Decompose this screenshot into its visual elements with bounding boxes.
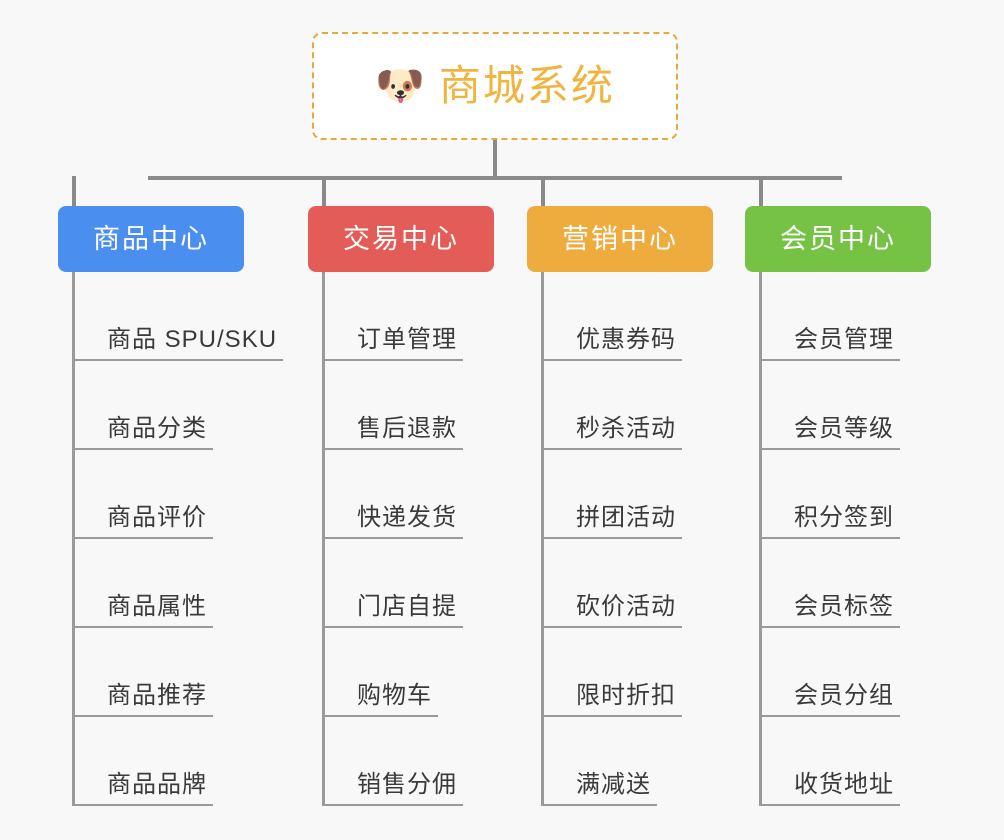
leaf-item[interactable]: 商品分类 [75, 361, 244, 450]
leaf-item[interactable]: 商品 SPU/SKU [75, 272, 283, 361]
category-label: 会员中心 [780, 223, 896, 254]
category-column-1: 商品中心商品 SPU/SKU 商品分类商品评价商品属性商品推荐商品品牌 [58, 206, 283, 806]
leaf-underline [762, 537, 900, 539]
leaf-underline [325, 448, 463, 450]
leaf-underline [75, 715, 213, 717]
leaf-item-label: 商品品牌 [107, 771, 207, 798]
category-label: 商品中心 [93, 223, 209, 254]
leaf-underline [325, 537, 463, 539]
connector-drop-3 [541, 176, 545, 208]
leaf-item-label: 购物车 [357, 682, 432, 709]
category-column-2: 交易中心订单管理售后退款快递发货门店自提购物车销售分佣 [308, 206, 494, 806]
leaf-underline [325, 626, 463, 628]
leaf-item-label: 商品属性 [107, 593, 207, 620]
category-box-2[interactable]: 交易中心 [308, 206, 494, 272]
connector-drop-2 [322, 176, 326, 208]
leaf-underline [544, 715, 682, 717]
leaf-list-1: 商品 SPU/SKU 商品分类商品评价商品属性商品推荐商品品牌 [72, 272, 283, 806]
category-column-3: 营销中心优惠券码秒杀活动拼团活动砍价活动限时折扣满减送 [527, 206, 713, 806]
leaf-underline [75, 626, 213, 628]
leaf-underline [762, 804, 900, 806]
category-label: 交易中心 [343, 223, 459, 254]
leaf-item[interactable]: 售后退款 [325, 361, 494, 450]
leaf-item[interactable]: 会员标签 [762, 539, 931, 628]
leaf-underline [325, 715, 438, 717]
leaf-item-label: 限时折扣 [576, 682, 676, 709]
leaf-item-label: 秒杀活动 [576, 415, 676, 442]
root-node-title: 商城系统 [438, 62, 615, 109]
category-box-1[interactable]: 商品中心 [58, 206, 244, 272]
category-box-4[interactable]: 会员中心 [745, 206, 931, 272]
leaf-item[interactable]: 会员分组 [762, 628, 931, 717]
leaf-item[interactable]: 会员管理 [762, 272, 931, 361]
leaf-underline [75, 448, 213, 450]
leaf-item[interactable]: 商品品牌 [75, 717, 244, 806]
leaf-item[interactable]: 商品评价 [75, 450, 244, 539]
leaf-underline [762, 448, 900, 450]
leaf-item-label: 收货地址 [794, 771, 894, 798]
leaf-item[interactable]: 门店自提 [325, 539, 494, 628]
leaf-item[interactable]: 订单管理 [325, 272, 494, 361]
leaf-item-label: 砍价活动 [576, 593, 676, 620]
leaf-item-label: 售后退款 [357, 415, 457, 442]
leaf-underline [544, 626, 682, 628]
leaf-item-label: 销售分佣 [357, 771, 457, 798]
leaf-underline [762, 715, 900, 717]
leaf-item[interactable]: 砍价活动 [544, 539, 713, 628]
leaf-list-2: 订单管理售后退款快递发货门店自提购物车销售分佣 [322, 272, 494, 806]
shiba-dog-face-icon: 🐶 [375, 64, 425, 108]
leaf-item[interactable]: 会员等级 [762, 361, 931, 450]
leaf-underline [762, 626, 900, 628]
leaf-item-label: 满减送 [576, 771, 651, 798]
leaf-item-label: 拼团活动 [576, 504, 676, 531]
category-box-3[interactable]: 营销中心 [527, 206, 713, 272]
leaf-item[interactable]: 积分签到 [762, 450, 931, 539]
leaf-underline [544, 359, 682, 361]
leaf-item[interactable]: 收货地址 [762, 717, 931, 806]
leaf-underline [325, 359, 463, 361]
leaf-item[interactable]: 商品推荐 [75, 628, 244, 717]
leaf-underline [762, 359, 900, 361]
leaf-item-label: 商品评价 [107, 504, 207, 531]
leaf-underline [75, 359, 283, 361]
leaf-item-label: 商品分类 [107, 415, 207, 442]
leaf-item[interactable]: 拼团活动 [544, 450, 713, 539]
leaf-item-label: 门店自提 [357, 593, 457, 620]
connector-horizontal-bus [148, 176, 842, 180]
leaf-item-label: 会员等级 [794, 415, 894, 442]
leaf-item-label: 商品 SPU/SKU [107, 326, 278, 353]
root-node[interactable]: 🐶 商城系统 [312, 32, 678, 140]
leaf-item-label: 快递发货 [357, 504, 457, 531]
leaf-item[interactable]: 销售分佣 [325, 717, 494, 806]
leaf-list-4: 会员管理会员等级积分签到会员标签会员分组收货地址 [759, 272, 931, 806]
connector-drop-4 [759, 176, 763, 208]
leaf-item-label: 优惠券码 [576, 326, 676, 353]
leaf-item[interactable]: 商品属性 [75, 539, 244, 628]
leaf-item-label: 订单管理 [357, 326, 457, 353]
leaf-item[interactable]: 优惠券码 [544, 272, 713, 361]
leaf-item-label: 商品推荐 [107, 682, 207, 709]
connector-drop-1 [72, 176, 76, 208]
leaf-list-3: 优惠券码秒杀活动拼团活动砍价活动限时折扣满减送 [541, 272, 713, 806]
leaf-underline [544, 804, 657, 806]
leaf-underline [75, 804, 213, 806]
leaf-item[interactable]: 购物车 [325, 628, 494, 717]
leaf-underline [544, 537, 682, 539]
leaf-item[interactable]: 限时折扣 [544, 628, 713, 717]
leaf-item-label: 会员管理 [794, 326, 894, 353]
leaf-item[interactable]: 秒杀活动 [544, 361, 713, 450]
category-column-4: 会员中心会员管理会员等级积分签到会员标签会员分组收货地址 [745, 206, 931, 806]
leaf-item-label: 会员标签 [794, 593, 894, 620]
leaf-item[interactable]: 快递发货 [325, 450, 494, 539]
connector-root-vertical [493, 140, 497, 178]
leaf-item[interactable]: 满减送 [544, 717, 713, 806]
leaf-underline [544, 448, 682, 450]
leaf-underline [75, 537, 213, 539]
leaf-item-label: 积分签到 [794, 504, 894, 531]
category-label: 营销中心 [562, 223, 678, 254]
leaf-item-label: 会员分组 [794, 682, 894, 709]
leaf-underline [325, 804, 463, 806]
